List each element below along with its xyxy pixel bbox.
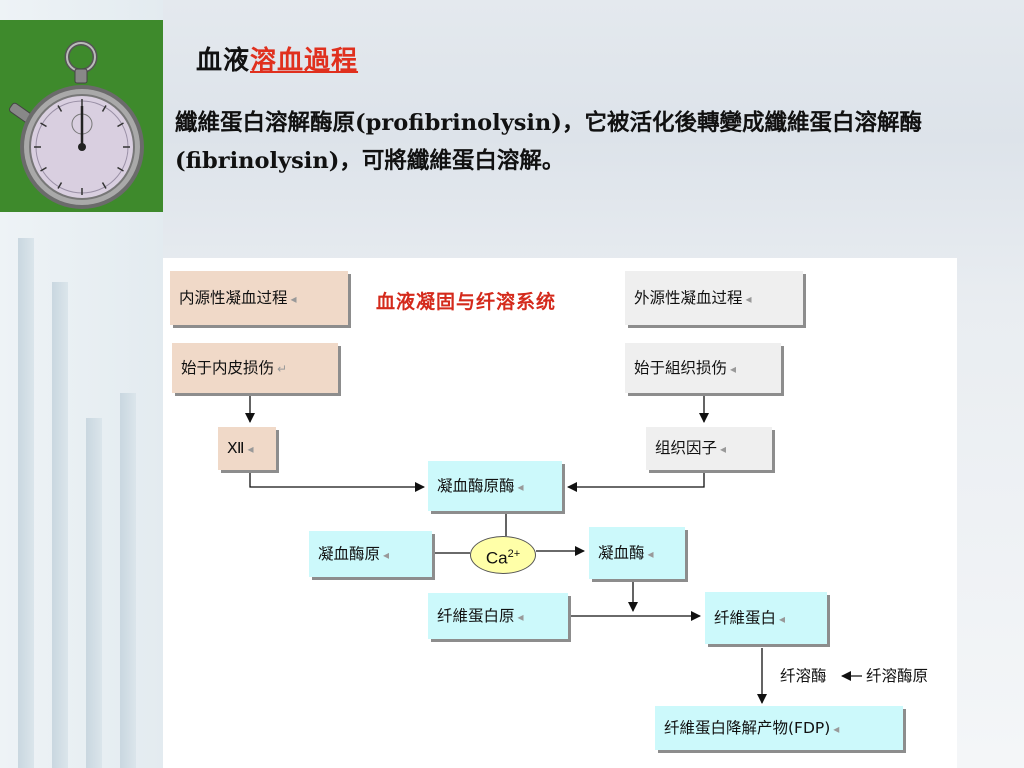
box-tissue-factor: 组织因子◂ bbox=[646, 427, 772, 470]
box-extrinsic-pathway: 外源性凝血过程◂ bbox=[625, 271, 803, 325]
box-thrombin: 凝血酶◂ bbox=[589, 527, 685, 579]
box-tissue-damage: 始于組织损伤◂ bbox=[625, 343, 781, 393]
box-prothrombin: 凝血酶原◂ bbox=[309, 531, 432, 577]
box-label: 组织因子 bbox=[655, 439, 718, 457]
tab-mark: ◂ bbox=[779, 612, 786, 626]
box-label: 纤維蛋白降解产物(FDP) bbox=[664, 719, 831, 737]
box-label: 外源性凝血过程 bbox=[634, 289, 743, 307]
box-label: 内源性凝血过程 bbox=[179, 289, 288, 307]
box-factor-xii: Ⅻ◂ bbox=[218, 427, 276, 470]
tab-mark: ◂ bbox=[833, 722, 840, 736]
box-prothrombinase: 凝血酶原酶◂ bbox=[428, 461, 562, 511]
diagram-title: 血液凝固与纤溶系统 bbox=[376, 291, 557, 313]
ca-superscript: 2+ bbox=[507, 548, 521, 560]
box-label: 凝血酶原 bbox=[318, 545, 381, 563]
box-intrinsic-pathway: 内源性凝血过程◂ bbox=[170, 271, 348, 325]
slide-title-link[interactable]: 溶血過程 bbox=[250, 46, 359, 76]
decor-bar bbox=[120, 393, 136, 768]
box-label: 纤維蛋白 bbox=[714, 609, 777, 627]
tab-mark: ◂ bbox=[290, 292, 297, 306]
decor-bar bbox=[52, 282, 68, 768]
slide-title-prefix: 血液 bbox=[196, 46, 251, 76]
decor-bar bbox=[86, 418, 102, 768]
ca-label: Ca bbox=[485, 548, 508, 568]
tab-mark: ◂ bbox=[517, 480, 524, 494]
tab-mark: ◂ bbox=[647, 547, 654, 561]
box-label: 始于内皮损伤 bbox=[181, 359, 275, 377]
tab-mark: ◂ bbox=[720, 442, 727, 456]
calcium-ion-circle: Ca2+ bbox=[470, 536, 536, 574]
label-plasmin: 纤溶酶 bbox=[780, 667, 827, 685]
box-label: Ⅻ bbox=[227, 439, 245, 457]
decor-bar bbox=[18, 238, 34, 768]
label-plasminogen: 纤溶酶原 bbox=[866, 667, 929, 685]
tab-mark: ◂ bbox=[383, 548, 390, 562]
box-label: 纤維蛋白原 bbox=[437, 607, 515, 625]
box-label: 凝血酶 bbox=[598, 544, 645, 562]
tab-mark: ◂ bbox=[517, 610, 524, 624]
box-fibrin: 纤維蛋白◂ bbox=[705, 592, 827, 644]
stopwatch-image bbox=[0, 20, 163, 212]
slide-title: 血液溶血過程 bbox=[196, 40, 358, 77]
box-endothelium-damage: 始于内皮损伤↵ bbox=[172, 343, 338, 393]
box-fibrinogen: 纤維蛋白原◂ bbox=[428, 593, 568, 639]
return-mark: ↵ bbox=[277, 362, 288, 376]
box-label: 凝血酶原酶 bbox=[437, 477, 515, 495]
box-label: 始于組织损伤 bbox=[634, 359, 728, 377]
tab-mark: ◂ bbox=[745, 292, 752, 306]
box-fdp: 纤維蛋白降解产物(FDP)◂ bbox=[655, 706, 903, 750]
arrow-xii-to-prothrombinase bbox=[249, 470, 425, 492]
slide-body-text: 纖維蛋白溶解酶原(profibrinolysin)，它被活化後轉變成纖維蛋白溶解… bbox=[175, 110, 922, 174]
tab-mark: ◂ bbox=[247, 442, 254, 456]
arrow-factor-to-prothrombinase bbox=[567, 470, 705, 492]
tab-mark: ◂ bbox=[730, 362, 737, 376]
